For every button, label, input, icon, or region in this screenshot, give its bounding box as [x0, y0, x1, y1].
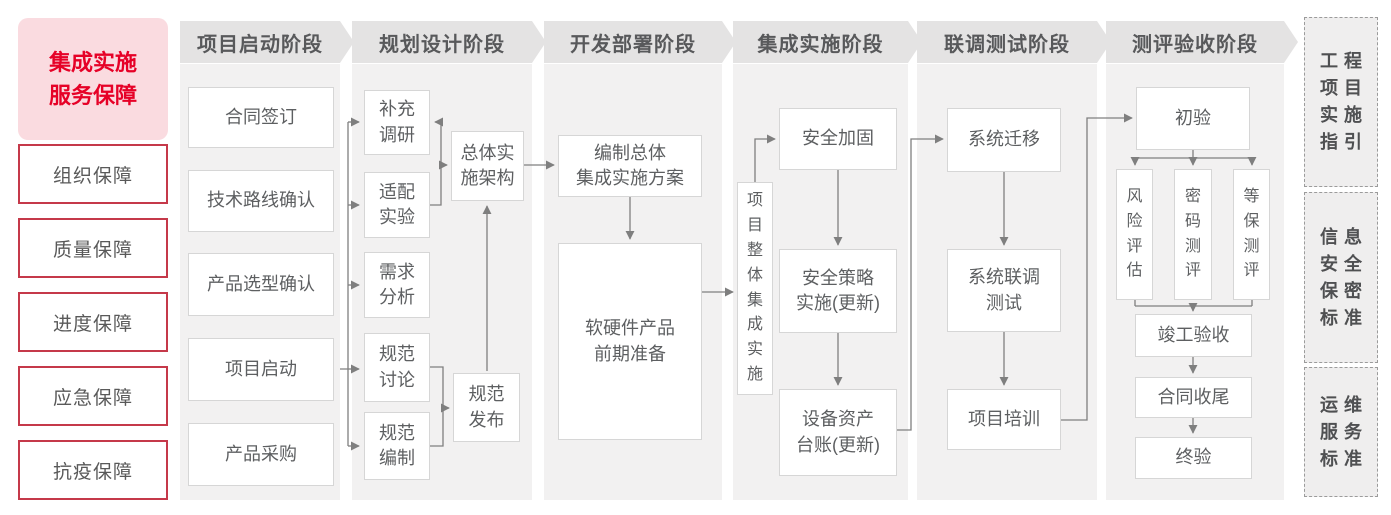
flow-box-system-migration: 系统迁移	[947, 108, 1061, 172]
flow-box-overall-integration-plan: 编制总体 集成实施方案	[558, 135, 702, 197]
flow-box-spec-discussion: 规范 讨论	[364, 333, 430, 402]
flow-box-spec-release: 规范 发布	[453, 373, 520, 442]
flow-box-security-policy-implementation: 安全策略 实施(更新)	[779, 249, 897, 333]
flow-box-project-training: 项目培训	[947, 389, 1061, 450]
standard-box-infosec-confidentiality-standard: 信息 安全 保密 标准	[1304, 192, 1378, 363]
sidebar-item-epidemic-guarantee: 抗疫保障	[18, 440, 168, 500]
flow-box-project-kickoff: 项目启动	[188, 338, 334, 401]
flow-box-requirement-analysis: 需求 分析	[364, 252, 430, 318]
flow-box-asset-ledger-update: 设备资产 台账(更新)	[779, 389, 897, 476]
phase-header-integration-implementation: 集成实施阶段	[733, 21, 922, 63]
flow-box-crypto-evaluation: 密 码 测 评	[1174, 169, 1212, 300]
sidebar-title: 集成实施 服务保障	[18, 18, 168, 140]
connector-kickoff-trunk	[340, 122, 349, 446]
phase-header-evaluation-acceptance: 测评验收阶段	[1106, 21, 1298, 63]
standard-box-project-implementation-guide: 工程 项目 实施 指引	[1304, 17, 1378, 187]
flow-box-adaptation-experiment: 适配 实验	[364, 172, 430, 238]
sidebar-item-organization-guarantee: 组织保障	[18, 144, 168, 204]
flow-box-system-joint-testing: 系统联调 测试	[947, 249, 1061, 332]
sidebar-item-emergency-guarantee: 应急保障	[18, 366, 168, 426]
sidebar-item-quality-guarantee: 质量保障	[18, 218, 168, 278]
flow-box-completion-acceptance: 竣工验收	[1135, 314, 1252, 357]
phase-header-planning-design: 规划设计阶段	[352, 21, 546, 63]
flow-box-risk-assessment: 风 险 评 估	[1116, 169, 1153, 300]
flow-box-final-acceptance: 终验	[1135, 437, 1252, 479]
phase-header-development-deployment: 开发部署阶段	[544, 21, 736, 63]
flow-box-overall-implementation-architecture: 总体实 施架构	[451, 131, 524, 201]
flow-box-spec-drafting: 规范 编制	[364, 412, 430, 480]
flow-box-product-procurement: 产品采购	[188, 423, 334, 486]
flow-box-tech-route-confirm: 技术路线确认	[188, 170, 334, 232]
flow-box-supplementary-research: 补充 调研	[364, 90, 430, 155]
flow-box-contract-signing: 合同签订	[188, 87, 334, 148]
flow-box-security-hardening: 安全加固	[779, 108, 897, 170]
flow-box-contract-closure: 合同收尾	[1135, 377, 1252, 418]
phase-header-joint-testing: 联调测试阶段	[917, 21, 1111, 63]
flow-box-classified-protection-evaluation: 等 保 测 评	[1233, 169, 1270, 300]
phase-header-project-initiation: 项目启动阶段	[180, 21, 354, 63]
flow-box-initial-acceptance: 初验	[1136, 87, 1250, 150]
flow-box-product-selection-confirm: 产品选型确认	[188, 253, 334, 316]
flow-box-overall-project-integration: 项 目 整 体 集 成 实 施	[737, 182, 773, 395]
standard-box-om-service-standard: 运维 服务 标准	[1304, 367, 1378, 497]
sidebar-item-schedule-guarantee: 进度保障	[18, 292, 168, 352]
flow-box-hw-sw-preparation: 软硬件产品 前期准备	[558, 243, 702, 440]
